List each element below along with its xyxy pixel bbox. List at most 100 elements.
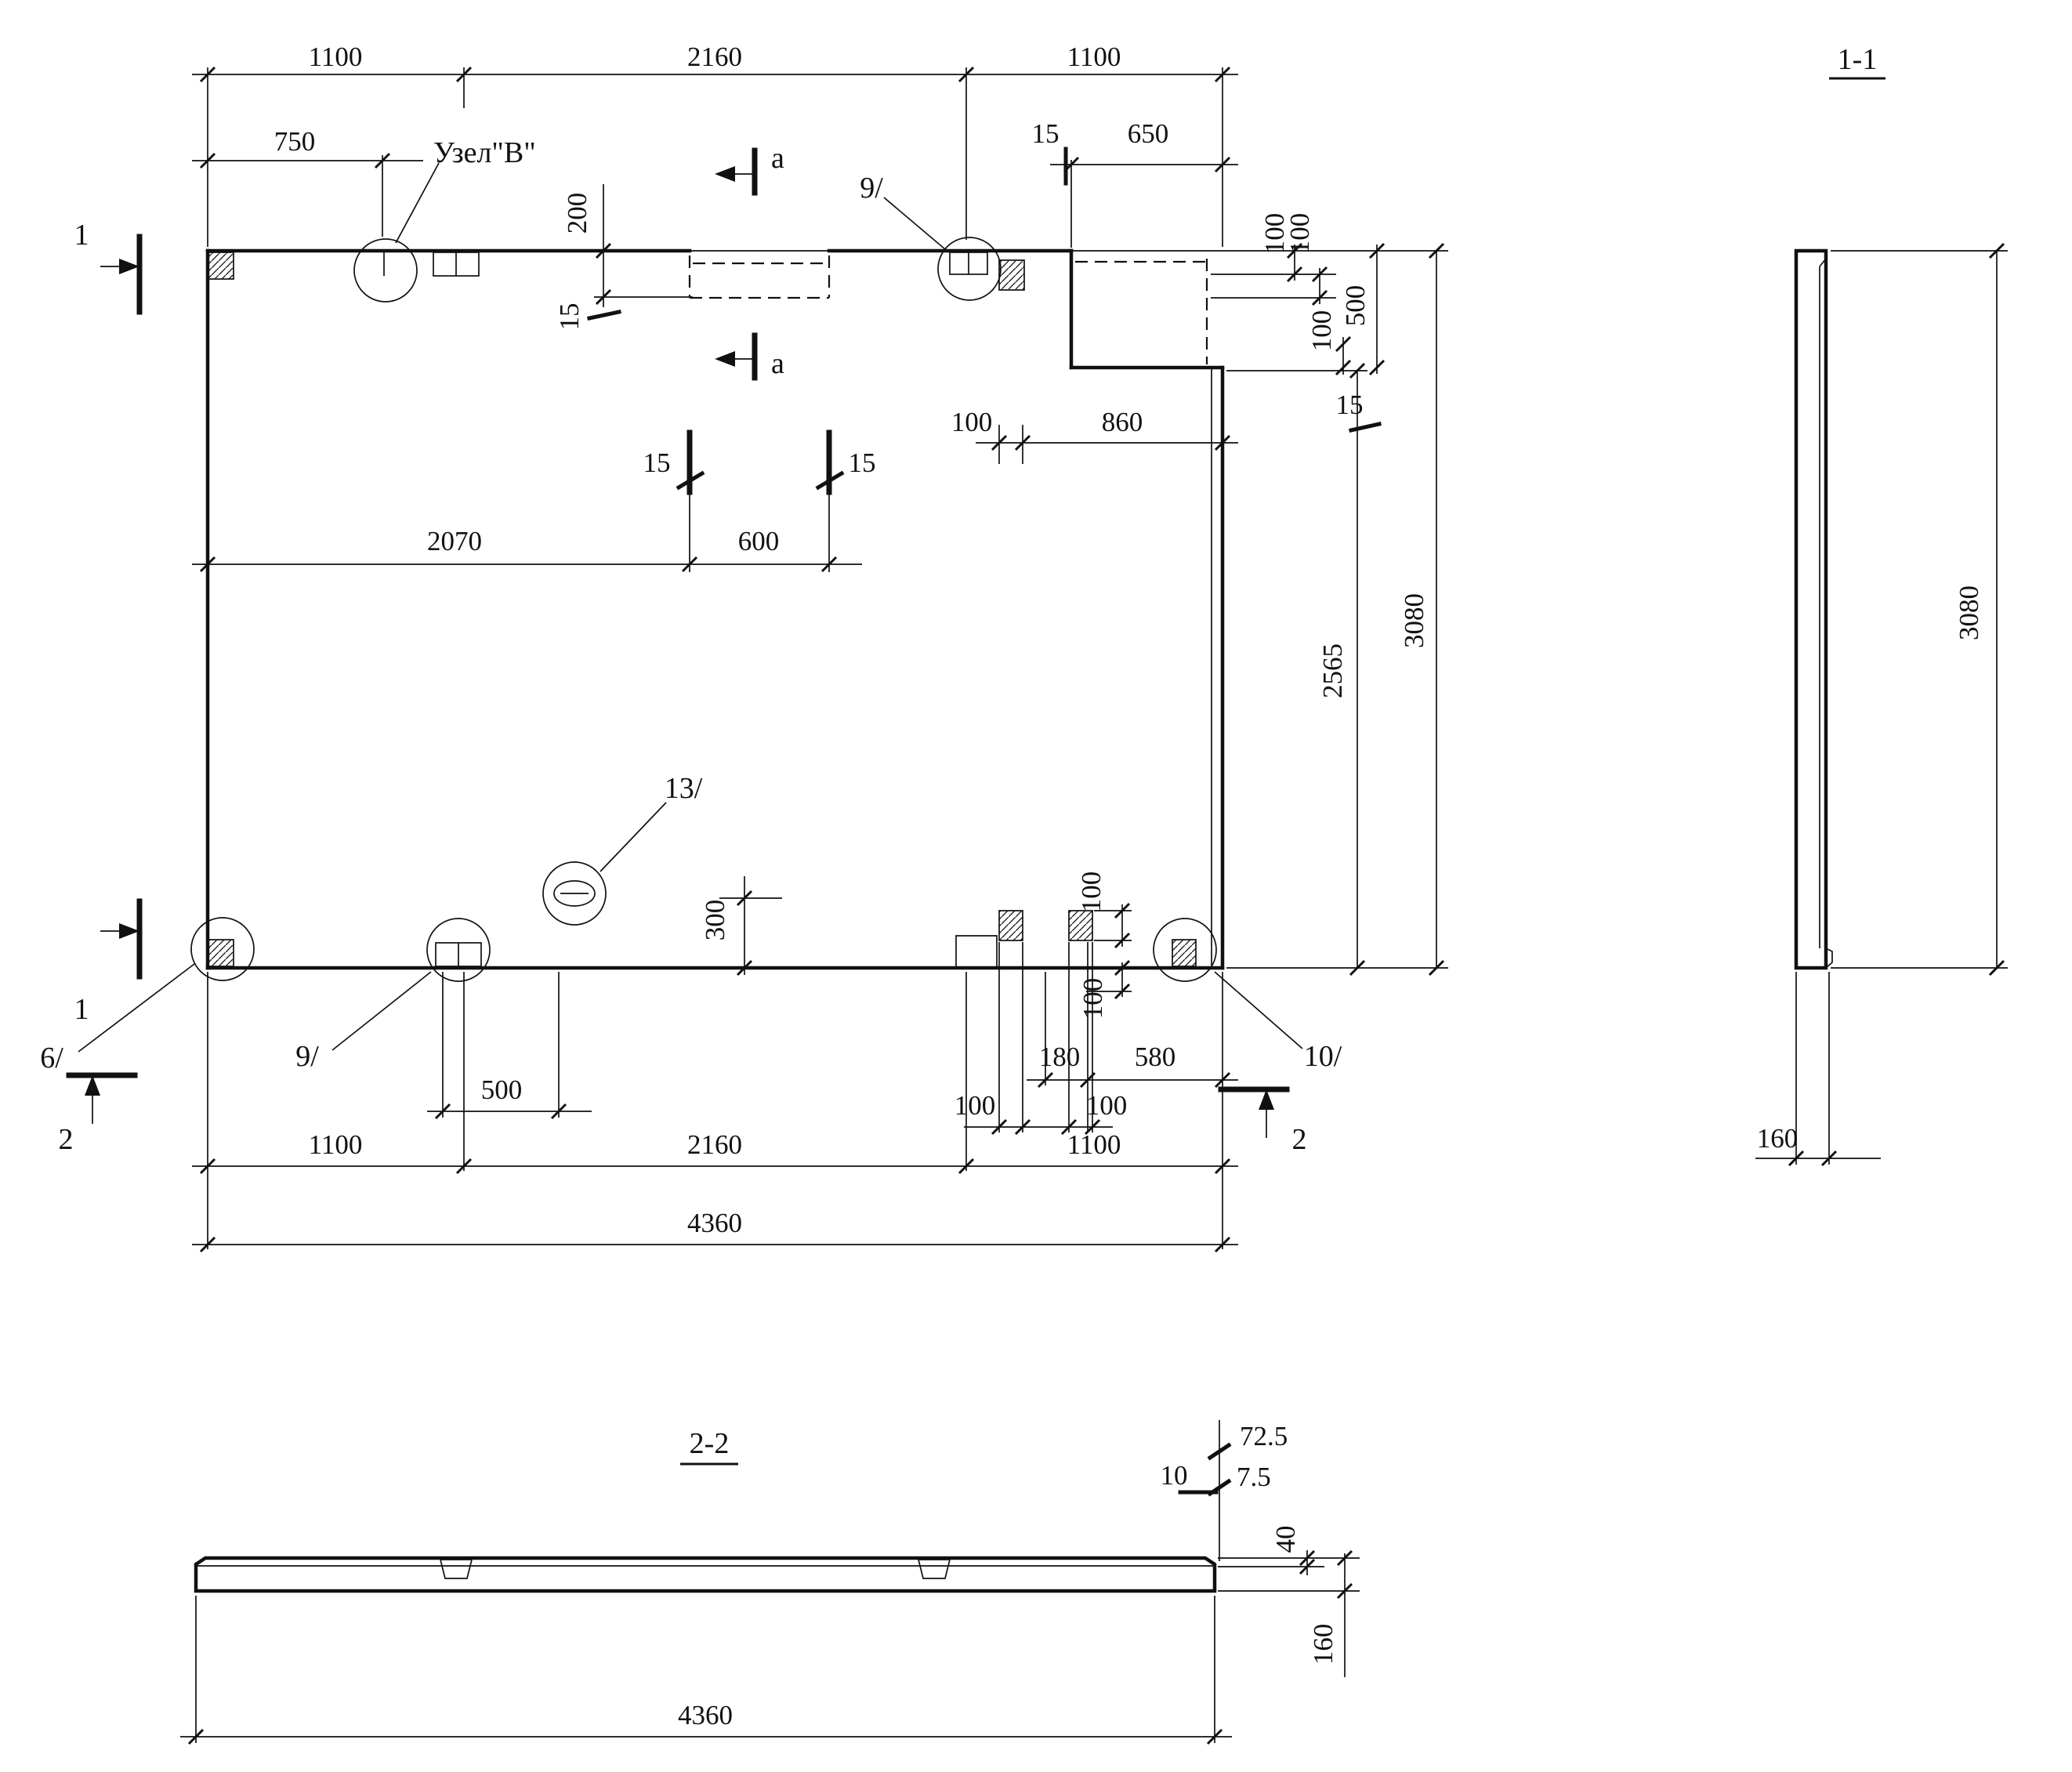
anchor-plate-top-left	[208, 252, 234, 280]
lifting-loop-top	[433, 252, 480, 277]
dim-600: 600	[738, 526, 780, 556]
dim-750: 750	[274, 126, 316, 157]
dim-100-block-top: 100	[1076, 872, 1107, 913]
section-marker-1-bottom: 1	[74, 898, 143, 1026]
anchor-plate-br-1	[998, 910, 1023, 941]
callout-circle-9-top	[937, 237, 1002, 301]
lifting-loop-bottom	[435, 942, 482, 967]
arrow-up-icon	[85, 1075, 100, 1096]
callout-6-label: 6/	[40, 1042, 63, 1074]
marker-1-top-label: 1	[74, 219, 89, 252]
section-1-1-title: 1-1	[1838, 43, 1878, 76]
marker-2-right-label: 2	[1292, 1123, 1307, 1156]
witness-lines	[207, 67, 1448, 1249]
dim-1100-bottom-right: 1100	[1067, 1129, 1121, 1160]
anchor-plate-br-2	[1068, 910, 1093, 941]
callout-texts: Узел"В" 9/ 13/ 6/ 9/ 10/	[40, 136, 1342, 1074]
dim-100-right-b: 100	[1284, 213, 1315, 255]
section-2-2-dims: 72.5 10 7.5 40 160 4360	[180, 1420, 1360, 1745]
hidden-lines	[688, 255, 1208, 364]
dim-15-open-right: 15	[849, 448, 876, 478]
section-2-2-title: 2-2	[690, 1427, 730, 1460]
dim-15-open-left: 15	[643, 448, 671, 478]
dim-4360-section22: 4360	[678, 1700, 733, 1730]
arrow-up-icon	[1259, 1089, 1274, 1110]
dim-100-chain-a: 100	[954, 1090, 996, 1121]
dim-2565: 2565	[1317, 643, 1348, 698]
bold-marks	[587, 147, 1382, 495]
section-2-2: 2-2 72.5 10 7.5 40 160	[180, 1420, 1360, 1745]
dim-2160-top: 2160	[687, 42, 742, 72]
dim-860: 860	[1102, 407, 1143, 437]
lifting-loop-top-right	[949, 252, 988, 275]
callout-circle-uzel-b	[353, 238, 418, 303]
dim-200: 200	[562, 193, 592, 234]
dim-500-right: 500	[1340, 285, 1371, 327]
arrow-left-icon	[715, 166, 735, 182]
loop-recess-left	[439, 1559, 473, 1579]
callout-10-label: 10/	[1304, 1040, 1342, 1073]
section-1-1: 1-1 3080 160	[1755, 43, 2008, 1167]
leader-lines	[78, 162, 1303, 1053]
callout-circles	[190, 237, 1217, 982]
dimension-ticks	[199, 66, 1445, 1253]
dim-2070: 2070	[427, 526, 482, 556]
callout-circle-6	[190, 917, 255, 981]
channel-bottom-right	[955, 935, 998, 966]
dim-300: 300	[700, 900, 730, 941]
dim-40: 40	[1270, 1526, 1301, 1553]
plan-view: a a 1 1	[40, 42, 1448, 1253]
oval-hole-13	[553, 880, 596, 907]
dim-7-5: 7.5	[1237, 1462, 1271, 1492]
section-marker-a-bottom: a	[715, 332, 784, 381]
dim-160-section11: 160	[1757, 1123, 1799, 1154]
arrow-left-icon	[715, 351, 735, 367]
dim-160-section22: 160	[1308, 1624, 1338, 1665]
section-marker-2-right: 2	[1218, 1086, 1307, 1156]
callout-13-label: 13/	[665, 772, 703, 805]
dim-15-right: 15	[1336, 390, 1364, 420]
dim-1100-bottom-left: 1100	[309, 1129, 363, 1160]
section-marker-2-left: 2	[59, 1072, 138, 1156]
dim-1100-top-right: 1100	[1067, 42, 1121, 72]
callout-9-top-label: 9/	[860, 172, 883, 205]
section-marker-a-top: a	[715, 142, 784, 196]
dim-15-notch: 15	[1032, 118, 1060, 149]
marker-a-top-label: a	[771, 142, 784, 175]
arrow-right-icon	[119, 923, 139, 939]
dim-72-5: 72.5	[1240, 1421, 1288, 1451]
marker-2-left-label: 2	[59, 1123, 74, 1156]
dim-100-right-a: 100	[1259, 213, 1290, 255]
dimension-texts: 1100 2160 1100 750 15 650 200 15 100 860…	[274, 42, 1429, 1238]
dim-3080-plan: 3080	[1399, 593, 1429, 648]
section-1-1-profile	[1794, 248, 1833, 970]
callout-circle-9-bottom	[426, 918, 491, 982]
section-1-1-dims: 3080 160	[1755, 242, 2008, 1167]
dim-100-block-bottom: 100	[1078, 978, 1108, 1020]
dim-650: 650	[1128, 118, 1169, 149]
embedded-anchors	[208, 252, 1197, 967]
dim-100-chain-b: 100	[1086, 1090, 1128, 1121]
section-markers: a a 1 1	[59, 142, 1307, 1156]
dim-500-bottom: 500	[481, 1074, 523, 1105]
callout-circle-13	[542, 861, 607, 926]
dim-3080-section: 3080	[1954, 585, 1984, 640]
dim-100-notch: 100	[951, 407, 993, 437]
dim-580: 580	[1135, 1042, 1176, 1072]
dim-1100-top-left: 1100	[309, 42, 363, 72]
anchor-plate-corner-br	[1172, 939, 1197, 967]
anchor-plate-top-right	[998, 259, 1025, 291]
anchor-plate-bottom-left	[208, 939, 234, 967]
callout-circle-10	[1153, 918, 1217, 982]
dim-180: 180	[1039, 1042, 1081, 1072]
node-b-label: Узел"В"	[433, 136, 536, 169]
panel-outline	[205, 248, 1225, 970]
callout-9-bottom-label: 9/	[295, 1040, 319, 1073]
dim-10: 10	[1161, 1460, 1188, 1491]
section-2-2-profile	[194, 1556, 1217, 1593]
arrow-right-icon	[119, 259, 139, 274]
dim-15-recess: 15	[554, 303, 585, 331]
dim-4360-plan: 4360	[687, 1208, 742, 1238]
